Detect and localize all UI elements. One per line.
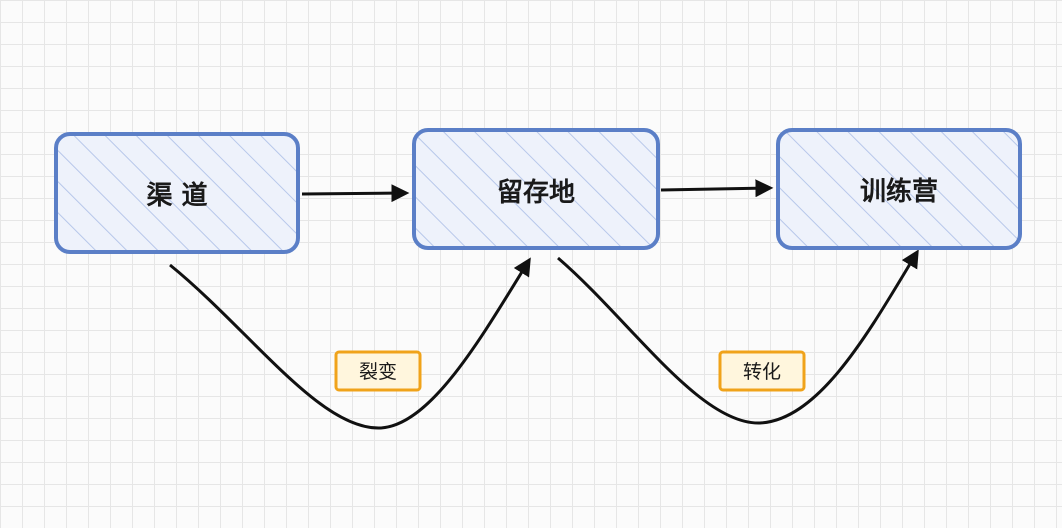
edge-label-conversion: 转化 [718,350,806,392]
edge-label-conversion-text: 转化 [743,361,781,383]
curve-fission-arrow [169,257,531,430]
node-retention-label: 留存地 [497,178,575,208]
node-camp: 训练营 [776,128,1022,250]
node-retention: 留存地 [412,128,660,250]
node-channel: 渠 道 [54,132,300,254]
arrow-retention-to-camp [660,179,774,198]
node-camp-label: 训练营 [860,176,938,207]
curve-conversion-arrow [557,249,919,425]
arrow-channel-to-retention [301,184,410,203]
node-channel-label: 渠 道 [146,180,207,211]
edge-label-fission-text: 裂变 [359,361,397,383]
edge-label-fission: 裂变 [334,350,422,392]
